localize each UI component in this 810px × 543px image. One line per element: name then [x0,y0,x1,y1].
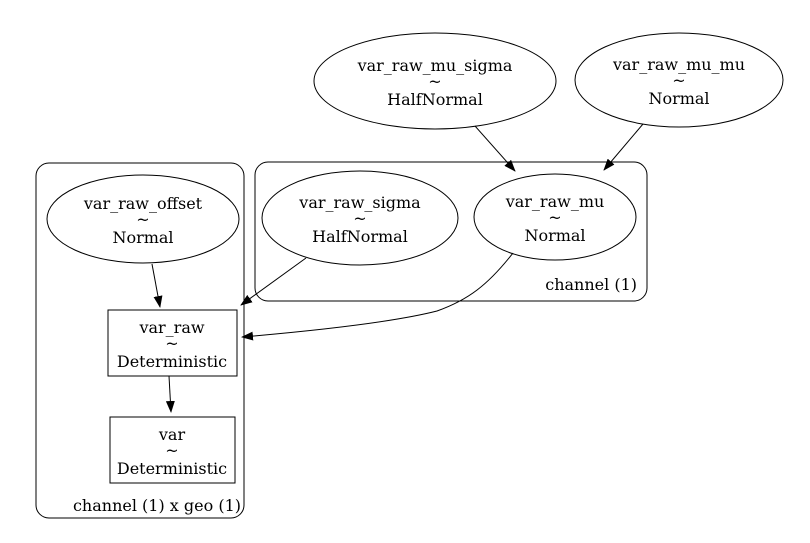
node-var-raw-sigma-dist: HalfNormal [312,227,408,246]
plate-channel: channel (1) [254,161,648,302]
node-var-raw-mu-op: ~ [548,208,561,227]
node-var-raw-mu-sigma-shape [313,32,557,130]
node-var: var ~ Deterministic [109,416,236,484]
plate-channel-border [254,161,648,302]
node-var-raw-sigma-name: var_raw_sigma [298,193,421,212]
node-var-raw-offset-name: var_raw_offset [83,194,203,213]
node-var-raw-mu-sigma-dist: HalfNormal [387,90,483,109]
node-var-raw-mu-dist: Normal [524,226,585,245]
node-var-raw-offset-dist: Normal [112,228,173,247]
node-var-raw-op: ~ [165,334,178,353]
node-var-shape [109,416,236,484]
node-var-op: ~ [165,441,178,460]
node-var-raw-mu-mu-shape [574,32,784,128]
edge-var-raw-mu-to-var-raw [241,252,514,341]
edge-var-raw-offset-to-var-raw [151,263,163,308]
edge-var-raw-to-var [165,375,175,413]
edge-var-raw-mu-sigma-to-var-raw-mu [474,125,516,172]
node-var-raw: var_raw ~ Deterministic [107,309,238,377]
edges [151,123,644,413]
plate-channel-label: channel (1) [545,275,637,294]
node-var-dist: Deterministic [117,459,227,478]
node-var-raw-sigma-shape [261,170,459,266]
node-var-raw-mu-mu-name: var_raw_mu_mu [612,55,745,74]
node-var-raw-offset: var_raw_offset ~ Normal [46,174,240,264]
node-var-raw-sigma-op: ~ [353,209,366,228]
node-var-raw-name: var_raw [138,318,204,337]
node-var-raw-offset-op: ~ [136,210,149,229]
edge-var-raw-sigma-to-var-raw [240,257,307,306]
node-var-raw-mu-sigma-name: var_raw_mu_sigma [357,56,513,75]
node-var-raw-mu-shape [473,173,637,261]
node-var-raw-mu-sigma: var_raw_mu_sigma ~ HalfNormal [313,32,557,130]
node-var-raw-shape [107,309,238,377]
node-var-raw-mu-mu-dist: Normal [648,89,709,108]
node-var-raw-offset-shape [46,174,240,264]
node-var-raw-mu: var_raw_mu ~ Normal [473,173,637,261]
node-var-raw-dist: Deterministic [117,352,227,371]
plate-channel-x-geo-label: channel (1) x geo (1) [73,496,241,515]
node-var-raw-mu-mu-op: ~ [672,71,685,90]
edge-var-raw-mu-mu-to-var-raw-mu [603,123,644,171]
node-var-raw-mu-sigma-op: ~ [428,72,441,91]
node-var-raw-mu-name: var_raw_mu [505,192,605,211]
node-var-raw-sigma: var_raw_sigma ~ HalfNormal [261,170,459,266]
node-var-name: var [158,425,186,444]
node-var-raw-mu-mu: var_raw_mu_mu ~ Normal [574,32,784,128]
